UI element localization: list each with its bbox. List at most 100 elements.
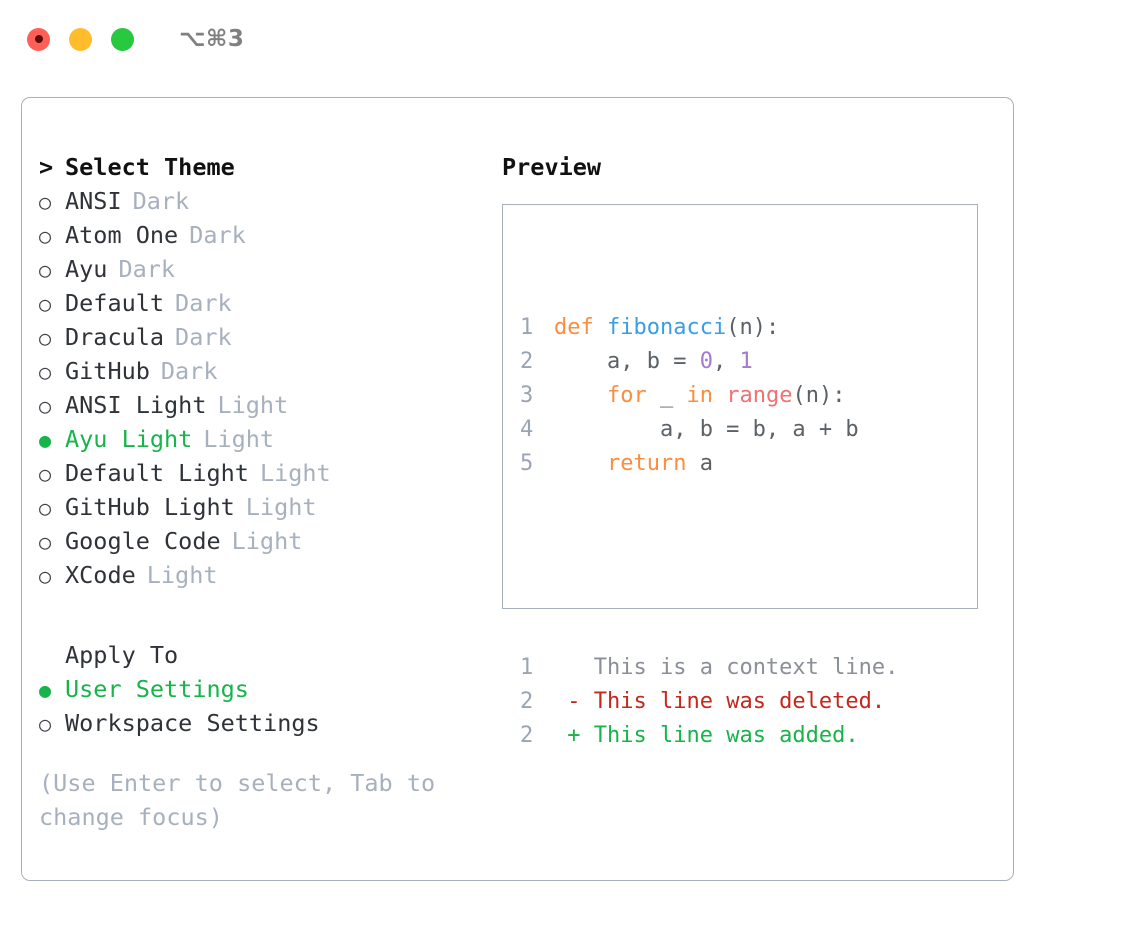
apply-to-list: ● User Settings ○Workspace Settings: [39, 672, 502, 740]
diff-line-number: 1: [520, 655, 534, 680]
theme-list-item[interactable]: ○ Dracula Dark: [39, 320, 502, 354]
close-button[interactable]: [27, 27, 50, 51]
radio-unselected-icon[interactable]: ○: [39, 326, 52, 350]
theme-item-label: Google Code: [65, 527, 221, 555]
radio-selected-icon[interactable]: ●: [39, 428, 52, 452]
preview-title: Preview: [502, 153, 602, 181]
theme-item-tag: Dark: [175, 289, 232, 317]
select-theme-heading-label: Select Theme: [65, 153, 235, 181]
radio-unselected-icon[interactable]: ○: [39, 712, 52, 736]
keyboard-hint-text: (Use Enter to select, Tab to change focu…: [39, 769, 436, 831]
apply-to-item[interactable]: ○Workspace Settings: [39, 706, 502, 740]
code-line: 3 for _ in range(n):: [520, 379, 977, 413]
code-token: (n):: [792, 383, 846, 408]
apply-to-heading: Apply To: [39, 638, 502, 672]
code-line: 4 a, b = b, a + b: [520, 413, 977, 447]
minimize-button[interactable]: [69, 27, 92, 51]
theme-item-tag: Dark: [175, 323, 232, 351]
apply-to-item-label: User Settings: [65, 675, 249, 703]
radio-unselected-icon[interactable]: ○: [39, 258, 52, 282]
radio-unselected-icon[interactable]: ○: [39, 224, 52, 248]
radio-selected-icon[interactable]: ●: [39, 678, 52, 702]
code-line: 5 return a: [520, 447, 977, 481]
diff-sign: -: [554, 689, 594, 714]
diff-line: 1 This is a context line.: [520, 651, 977, 685]
theme-item-tag: Dark: [189, 221, 246, 249]
diff-line-text: This line was deleted.: [593, 689, 886, 714]
theme-item-label: Dracula: [65, 323, 165, 351]
theme-item-tag: Light: [259, 459, 331, 487]
line-number: 5: [520, 451, 534, 476]
theme-item-tag: Light: [231, 527, 303, 555]
code-line: 1 def fibonacci(n):: [520, 311, 977, 345]
theme-item-label: GitHub Light: [65, 493, 235, 521]
line-number: 1: [520, 315, 534, 340]
theme-item-label: Default: [65, 289, 165, 317]
code-token: def: [554, 315, 607, 340]
theme-list-item[interactable]: ○ Default Light Light: [39, 456, 502, 490]
theme-item-label: Ayu: [65, 255, 108, 283]
line-number: 3: [520, 383, 534, 408]
line-number: 4: [520, 417, 534, 442]
theme-list-item[interactable]: ○ Atom One Dark: [39, 218, 502, 252]
theme-item-label: Atom One: [65, 221, 179, 249]
radio-unselected-icon[interactable]: ○: [39, 462, 52, 486]
radio-unselected-icon[interactable]: ○: [39, 292, 52, 316]
theme-item-tag: Dark: [132, 187, 190, 215]
diff-line: 2 - This line was deleted.: [520, 685, 977, 719]
radio-unselected-icon[interactable]: ○: [39, 530, 52, 554]
maximize-button[interactable]: [111, 27, 134, 51]
code-token: 0: [699, 349, 713, 374]
code-token: [554, 451, 607, 476]
diff-line-text: This line was added.: [593, 723, 859, 748]
diff-sign: [554, 651, 594, 685]
apply-to-item[interactable]: ● User Settings: [39, 672, 502, 706]
theme-item-tag: Dark: [118, 255, 176, 283]
line-number: 2: [520, 349, 534, 374]
radio-unselected-icon[interactable]: ○: [39, 394, 52, 418]
code-token: range: [726, 383, 793, 408]
code-token: a: [686, 451, 713, 476]
code-line-text: def fibonacci(n):: [554, 311, 779, 345]
code-token: return: [606, 451, 687, 476]
code-line-text: for _ in range(n):: [554, 379, 845, 413]
theme-item-label: GitHub: [65, 357, 150, 385]
theme-list-item[interactable]: ○ GitHub Light Light: [39, 490, 502, 524]
code-token: [713, 383, 726, 408]
theme-list-item[interactable]: ○ Default Dark: [39, 286, 502, 320]
radio-unselected-icon[interactable]: ○: [39, 190, 52, 214]
theme-item-tag: Light: [245, 493, 317, 521]
theme-item-tag: Light: [146, 561, 218, 589]
code-line-text: return a: [554, 447, 713, 481]
diff-line-number: 2: [520, 689, 534, 714]
diff-line-text: This is a context line.: [593, 655, 899, 680]
theme-item-label: XCode: [65, 561, 136, 589]
title-bar: ⌥⌘3: [0, 0, 1140, 78]
radio-unselected-icon[interactable]: ○: [39, 496, 52, 520]
code-line-text: a, b = 0, 1: [554, 345, 753, 379]
theme-item-tag: Light: [203, 425, 275, 453]
diff-sign: +: [554, 723, 594, 748]
theme-list-item[interactable]: ○ Google Code Light: [39, 524, 502, 558]
theme-item-label: ANSI Light: [65, 391, 207, 419]
code-token: for: [606, 383, 647, 408]
theme-list-item[interactable]: ○ Ayu Dark: [39, 252, 502, 286]
diff-line: 2 + This line was added.: [520, 719, 977, 753]
radio-unselected-icon[interactable]: ○: [39, 564, 52, 588]
theme-list-item[interactable]: ○ XCode Light: [39, 558, 502, 592]
radio-unselected-icon[interactable]: ○: [39, 360, 52, 384]
theme-item-label: Default Light: [65, 459, 249, 487]
code-token: a, b =: [554, 349, 700, 374]
code-token: _: [646, 383, 687, 408]
code-token: a, b = b, a + b: [554, 417, 859, 442]
